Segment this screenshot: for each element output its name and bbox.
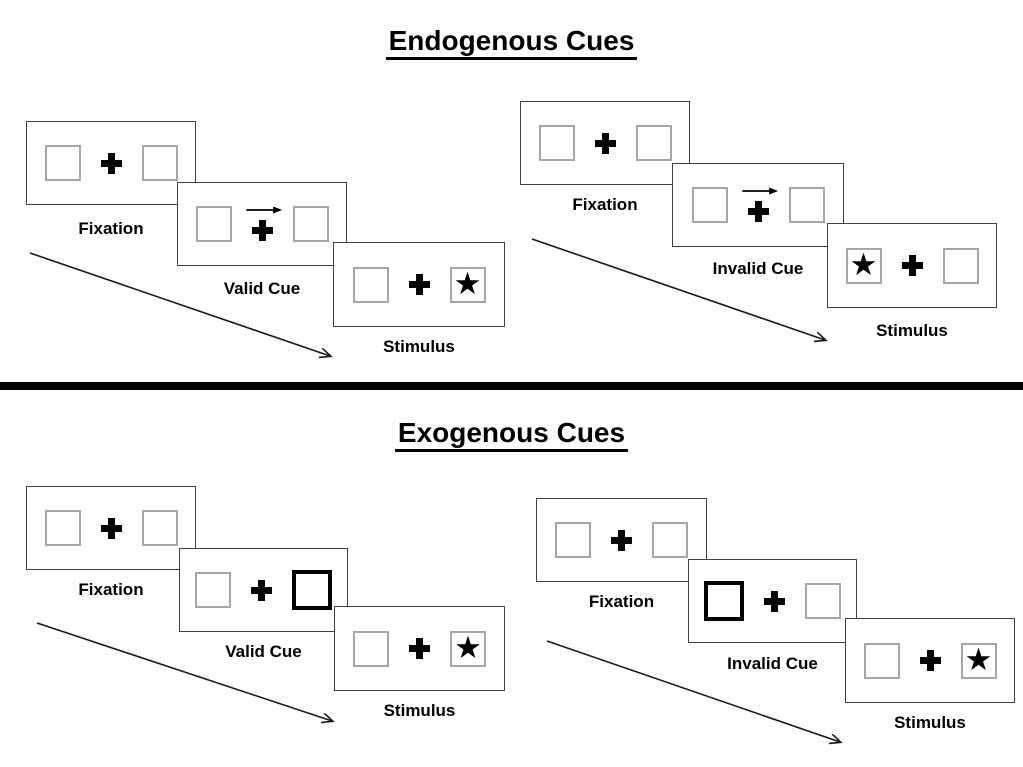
- panel-label-endo-invalid-fixation: Fixation: [572, 195, 638, 214]
- panel-endo-valid-fixation: [26, 121, 196, 205]
- panel-label-endo-valid-cue: Valid Cue: [223, 279, 301, 298]
- section-title-exogenous-text: Exogenous Cues: [394, 417, 629, 452]
- star-icon: ★: [849, 246, 878, 283]
- fixation-cross-icon: [919, 650, 941, 671]
- timeline-arrow-endo-valid: [29, 252, 330, 356]
- panel-exo-valid-stimulus: ★: [334, 606, 505, 691]
- target-box-right: ★: [449, 265, 486, 303]
- panel-endo-invalid-stimulus: ★: [827, 223, 997, 308]
- fixation-cross-icon: [594, 132, 616, 154]
- panel-exo-invalid-stimulus: ★: [845, 618, 1015, 703]
- fixation-cross-icon: [408, 274, 430, 295]
- placeholder-box-left: [44, 510, 81, 546]
- target-box-right: ★: [960, 641, 997, 679]
- panel-label-endo-valid-fixation: Fixation: [78, 219, 144, 238]
- fixation-cross-icon: [611, 529, 632, 551]
- placeholder-box-right: [942, 247, 979, 284]
- placeholder-box-left: [352, 266, 389, 303]
- star-icon: ★: [453, 265, 482, 302]
- panel-endo-valid-cue: [177, 182, 347, 266]
- panel-exo-valid-fixation: [26, 486, 196, 570]
- fixation-cross-icon: [747, 200, 769, 222]
- placeholder-box-right: [635, 125, 672, 161]
- placeholder-box-left: [691, 187, 728, 223]
- panel-label-exo-invalid-cue: Invalid Cue: [727, 654, 818, 673]
- cue-arrow-right-icon: [742, 187, 779, 194]
- cue-highlight-box-right: [292, 570, 332, 610]
- panel-exo-invalid-fixation: [536, 498, 707, 582]
- cue-arrow-right-icon: [246, 206, 283, 213]
- placeholder-box-right: [292, 206, 329, 242]
- fixation-cross-icon: [251, 579, 272, 601]
- panel-label-exo-valid-fixation: Fixation: [78, 580, 144, 599]
- placeholder-box-right: [805, 583, 841, 619]
- panel-label-exo-valid-stimulus: Stimulus: [383, 701, 456, 720]
- section-divider: [0, 382, 1023, 390]
- placeholder-box-left: [44, 145, 81, 181]
- placeholder-box-left: [353, 630, 389, 667]
- panel-exo-invalid-cue: [688, 559, 857, 643]
- panel-label-endo-valid-stimulus: Stimulus: [383, 337, 455, 356]
- panel-label-exo-valid-cue: Valid Cue: [225, 642, 302, 661]
- fixation-cross-icon: [100, 152, 122, 174]
- fixation-cross-icon: [901, 255, 923, 276]
- target-box-left: ★: [845, 246, 882, 284]
- fixation-cross-with-cue: [742, 187, 779, 222]
- fixation-cross-icon: [764, 590, 785, 612]
- placeholder-box-right: [652, 522, 688, 558]
- placeholder-box-left: [195, 206, 232, 242]
- star-icon: ★: [964, 641, 993, 678]
- placeholder-box-right: [141, 145, 178, 181]
- section-title-endogenous-text: Endogenous Cues: [385, 25, 638, 60]
- section-title-endogenous: Endogenous Cues: [0, 25, 1023, 60]
- timeline-arrow-exo-valid: [36, 622, 332, 721]
- panel-endo-invalid-cue: [672, 163, 844, 247]
- timeline-arrow-endo-invalid: [531, 238, 825, 340]
- fixation-cross-icon: [409, 638, 430, 659]
- panel-exo-valid-cue: [179, 548, 348, 632]
- section-title-exogenous: Exogenous Cues: [0, 417, 1023, 452]
- placeholder-box-left: [863, 642, 900, 679]
- panel-endo-invalid-fixation: [520, 101, 690, 185]
- placeholder-box-right: [788, 187, 825, 223]
- panel-endo-valid-stimulus: ★: [333, 242, 505, 327]
- fixation-cross-with-cue: [246, 206, 283, 241]
- cue-highlight-box-left: [704, 581, 744, 621]
- target-box-right: ★: [450, 629, 486, 667]
- placeholder-box-left: [538, 125, 575, 161]
- placeholder-box-left: [195, 572, 231, 608]
- fixation-cross-icon: [100, 517, 122, 539]
- placeholder-box-left: [555, 522, 591, 558]
- panel-label-endo-invalid-stimulus: Stimulus: [876, 321, 948, 340]
- panel-label-endo-invalid-cue: Invalid Cue: [712, 259, 804, 278]
- panel-label-exo-invalid-fixation: Fixation: [588, 592, 655, 611]
- placeholder-box-right: [141, 510, 178, 546]
- panel-label-exo-invalid-stimulus: Stimulus: [894, 713, 966, 732]
- star-icon: ★: [454, 629, 482, 666]
- fixation-cross-icon: [251, 219, 273, 241]
